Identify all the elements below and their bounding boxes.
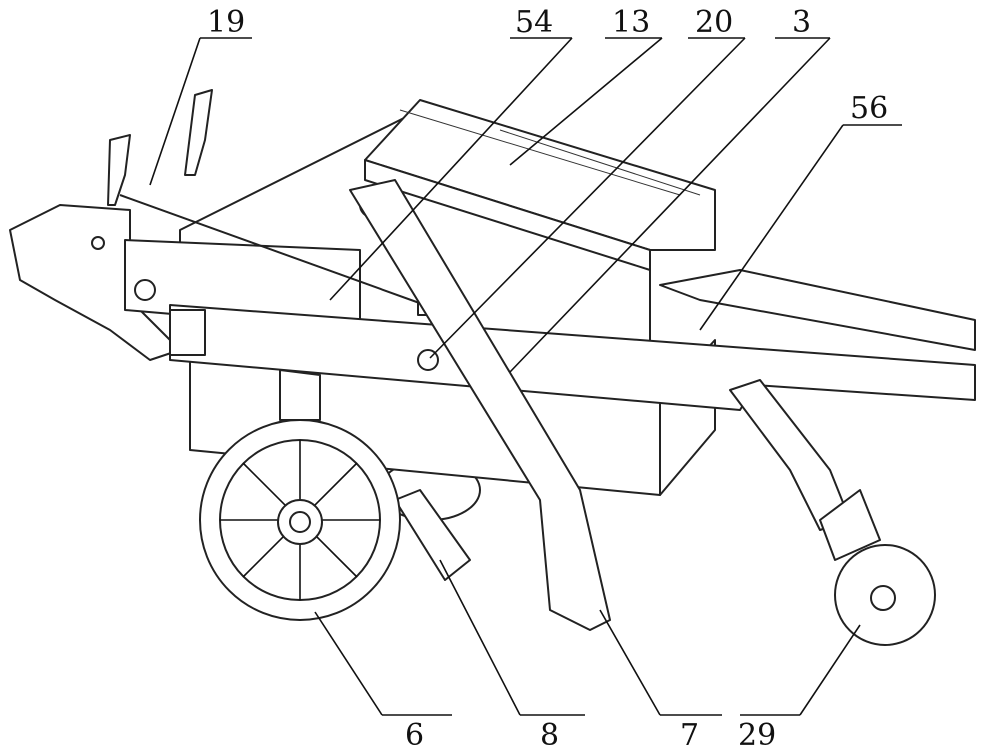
callout-label: 6 — [405, 718, 424, 753]
callout-6: 6 — [314, 611, 452, 753]
callout-19: 19 — [149, 5, 252, 186]
legs — [279, 179, 851, 631]
callout-label: 20 — [695, 5, 733, 40]
callout-label: 29 — [738, 718, 776, 753]
callout-label: 3 — [792, 5, 811, 40]
callout-label: 54 — [515, 5, 553, 40]
callout-label: 56 — [850, 91, 888, 126]
callout-label: 19 — [207, 5, 245, 40]
callout-8: 8 — [439, 559, 585, 753]
callout-56: 56 — [699, 91, 902, 331]
callout-13: 13 — [509, 5, 663, 166]
side-rails — [124, 192, 976, 411]
ox-head-front — [9, 89, 213, 361]
callout-label: 13 — [612, 5, 650, 40]
callout-20: 20 — [429, 5, 746, 359]
callout-label: 7 — [680, 718, 699, 753]
caster-wheel — [819, 489, 936, 646]
callout-3: 3 — [509, 5, 831, 373]
callout-29: 29 — [738, 624, 861, 753]
callout-54: 54 — [329, 5, 573, 301]
callout-label: 8 — [540, 718, 559, 753]
wheel — [199, 419, 401, 621]
rod — [119, 194, 426, 306]
callout-7: 7 — [599, 609, 722, 753]
